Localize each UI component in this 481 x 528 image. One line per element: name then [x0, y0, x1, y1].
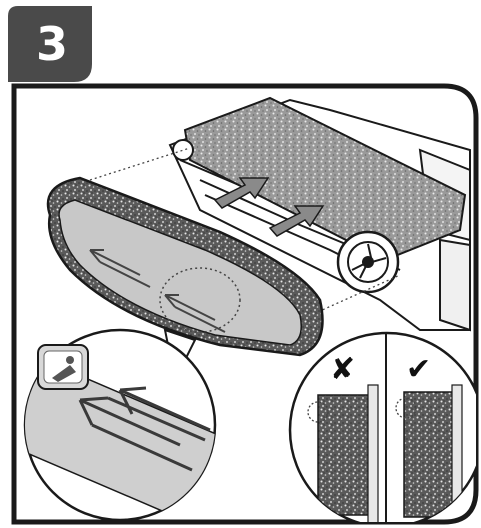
correct-belt-sample [403, 391, 455, 518]
sander-tool-icon [37, 344, 89, 390]
front-roller [336, 230, 400, 294]
step-badge-shape [8, 6, 92, 82]
rear-roller [172, 139, 194, 161]
incorrect-mark: ✘ [330, 352, 356, 387]
top-sanding-belt [183, 96, 467, 262]
alignment-comparison-zoom [288, 331, 476, 522]
step-badge: 3 [8, 6, 96, 84]
loose-sanding-belt [46, 176, 324, 357]
guide-lines [89, 147, 401, 321]
step-number: 3 [35, 17, 68, 71]
wrong-belt-sample [317, 394, 371, 516]
correct-mark: ✔ [406, 352, 432, 387]
direction-arrow-icon [213, 177, 325, 237]
